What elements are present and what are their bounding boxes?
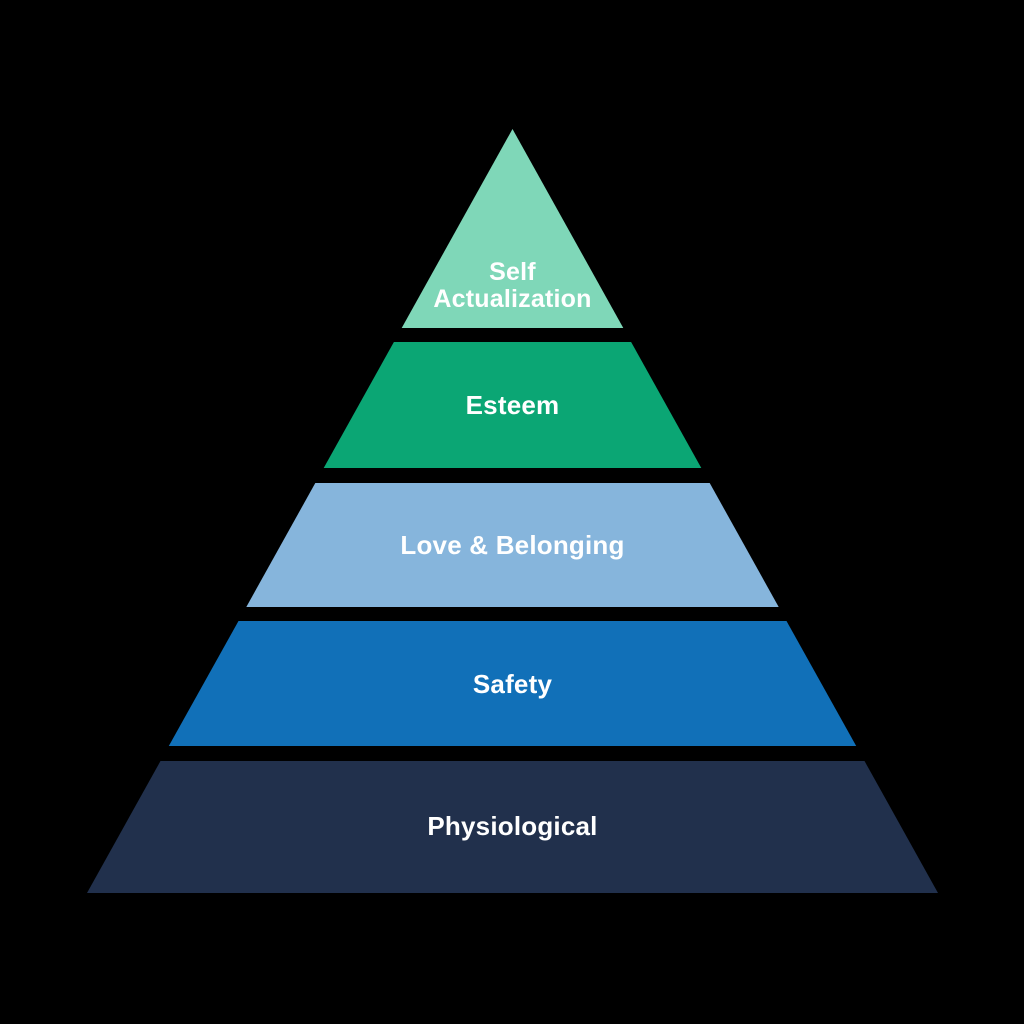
level-love-belonging: Love & Belonging: [246, 483, 779, 607]
level-esteem: Esteem: [323, 342, 702, 468]
level-esteem-shape: [323, 342, 702, 468]
level-safety-label: Safety: [473, 669, 553, 699]
level-physiological-shape: [87, 761, 938, 893]
level-self-actualization-label-line1: Self: [489, 258, 536, 286]
level-esteem-label: Esteem: [466, 390, 560, 420]
level-love-belonging-label: Love & Belonging: [400, 530, 624, 560]
level-safety: Safety: [168, 621, 857, 746]
level-self-actualization-label-line2: Actualization: [433, 285, 591, 313]
level-self-actualization-shape: [401, 129, 624, 328]
level-love-belonging-shape: [246, 483, 779, 607]
level-physiological-label: Physiological: [427, 811, 597, 841]
level-physiological: Physiological: [87, 761, 938, 893]
level-safety-shape: [168, 621, 857, 746]
level-self-actualization: Self Actualization: [401, 129, 624, 328]
